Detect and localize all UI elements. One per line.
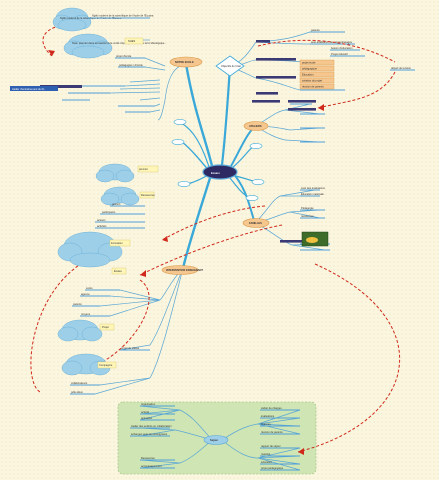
svg-text:parents: parents (73, 302, 82, 306)
svg-text:Atelier des enfants en collabo: Atelier des enfants en collaboration (131, 424, 172, 428)
cloud-top2-label: Note: premier dans sa reaction à la veri… (72, 41, 167, 45)
node-familles[interactable] (242, 218, 270, 228)
left-cluster-text: gestion participants acteurs activités s… (71, 54, 143, 394)
svg-text:matériel: matériel (261, 452, 271, 456)
svg-text:INTERVENTION ENSEIGNANT: INTERVENTION ENSEIGNANT (166, 268, 203, 272)
svg-text:participants: participants (102, 210, 116, 214)
svg-text:besoin d'éducation: besoin d'éducation (331, 46, 353, 50)
svg-text:suivis: suivis (86, 286, 93, 290)
branch-to-notre-ecole (184, 62, 215, 172)
svg-text:Ressources: Ressources (141, 456, 155, 460)
yellow-nodes (97, 37, 159, 369)
svg-text:Objectifs de l'état: Objectifs de l'état (221, 64, 241, 68)
node-ateliers[interactable] (243, 121, 269, 131)
right-orange-stack: projet école pédagogique Education créat… (299, 59, 335, 90)
svg-text:évaluations: évaluations (261, 414, 275, 418)
svg-text:projet d'école: projet d'école (116, 54, 132, 58)
svg-text:échanges avec les enseignants: échanges avec les enseignants (131, 432, 168, 436)
branch-to-bubble6 (187, 174, 209, 185)
svg-text:Education: Education (302, 73, 314, 77)
svg-text:pédagogique: pédagogique (302, 67, 318, 71)
cloud-left-3 (57, 231, 123, 268)
svg-text:Sejour: Sejour (210, 438, 218, 442)
cloud-left-1 (95, 163, 135, 183)
cloud-left-4 (57, 319, 103, 342)
node-diagonale[interactable] (203, 435, 229, 445)
label-ecole: Écoles (114, 268, 122, 273)
svg-text:parents: parents (311, 28, 320, 32)
cloud-left-2 (100, 186, 140, 206)
svg-text:projet pédagogique: projet pédagogique (261, 466, 284, 470)
right-label: départ de tension (391, 66, 412, 70)
svg-text:Éducation nationale: Éducation nationale (301, 191, 324, 196)
svg-text:activités: activités (97, 224, 107, 228)
central-node[interactable]: Ecuaro (202, 164, 238, 180)
left-blue-bar (10, 86, 58, 91)
svg-text:Ecuaro: Ecuaro (211, 171, 220, 175)
svg-text:Pédagogie: Pédagogie (301, 206, 314, 210)
svg-text:agence: agence (81, 293, 90, 296)
top-right-items: parents auto-évaluation des apprentissag… (311, 28, 353, 56)
svg-text:rapport de séjour: rapport de séjour (261, 444, 281, 448)
svg-text:cahier de charges: cahier de charges (261, 406, 282, 410)
svg-text:réunion de parents: réunion de parents (261, 430, 283, 434)
cloud-top2 (63, 33, 113, 59)
svg-text:création du projet: création du projet (302, 79, 322, 83)
svg-text:pôle élève: pôle élève (71, 390, 83, 394)
branch-to-intervention (181, 176, 212, 270)
svg-text:projet de classe: projet de classe (121, 346, 140, 350)
svg-text:acteurs: acteurs (97, 218, 106, 222)
svg-text:FAMILLES: FAMILLES (249, 221, 262, 225)
label-premier: premier (139, 167, 148, 171)
label-nhes: NHES (128, 39, 135, 43)
svg-text:Projet éducatif: Projet éducatif (331, 52, 348, 56)
svg-text:activité: activité (141, 410, 150, 414)
svg-text:accompagnement: accompagnement (141, 464, 162, 468)
left-blue-bar-label: Atelier d'entraînement du fin (12, 87, 45, 91)
svg-text:ressources: ressources (301, 214, 314, 218)
svg-text:animation: animation (141, 416, 153, 420)
bubble-nodes (171, 119, 265, 201)
svg-text:ATELIERS: ATELIERS (249, 124, 262, 128)
node-intervention[interactable] (161, 265, 199, 275)
bottom-group-text: organisation activité animation Atelier … (131, 402, 284, 470)
label-compagnie: Compagnie (99, 363, 113, 367)
label-formation: Formation (111, 241, 123, 245)
svg-text:moyens: moyens (81, 313, 91, 316)
svg-text:finances: finances (261, 422, 271, 426)
label-ressources: Ressources (141, 193, 155, 197)
clouds (52, 7, 140, 376)
svg-text:NOTRE ECOLE: NOTRE ECOLE (175, 60, 194, 64)
diamond-node[interactable]: Objectifs de l'état (215, 55, 245, 77)
dark-bars (12, 40, 316, 243)
svg-text:projet école: projet école (302, 61, 316, 65)
svg-text:organisation: organisation (141, 402, 156, 406)
svg-text:Ngīki moderni de la scientifiq: Ngīki moderni de la scientifique de l'éc… (92, 14, 154, 18)
right-cluster-text: suivi des évaluations Éducation national… (301, 186, 326, 218)
leaf-underlines (62, 31, 365, 471)
svg-text:réunion de parents: réunion de parents (302, 85, 324, 89)
cloud-top (52, 7, 92, 32)
label-projet: Projet (102, 325, 109, 329)
svg-text:gestion: gestion (112, 202, 121, 206)
svg-text:pédagogies / d'école: pédagogies / d'école (119, 63, 143, 67)
svg-text:suivi des évaluations: suivi des évaluations (301, 186, 326, 190)
svg-text:collaborateurs: collaborateurs (71, 381, 88, 385)
branch-to-objectifs (220, 65, 232, 167)
orange-nodes: NOTRE ECOLE ATELIERS FAMILLES INTERVENTI… (161, 56, 270, 445)
relation-arrows (30, 25, 401, 453)
svg-text:éducation: éducation (261, 460, 273, 464)
svg-text:auto-évaluation des apprentiss: auto-évaluation des apprentissages (311, 40, 353, 44)
node-notre-ecole[interactable] (169, 56, 203, 68)
